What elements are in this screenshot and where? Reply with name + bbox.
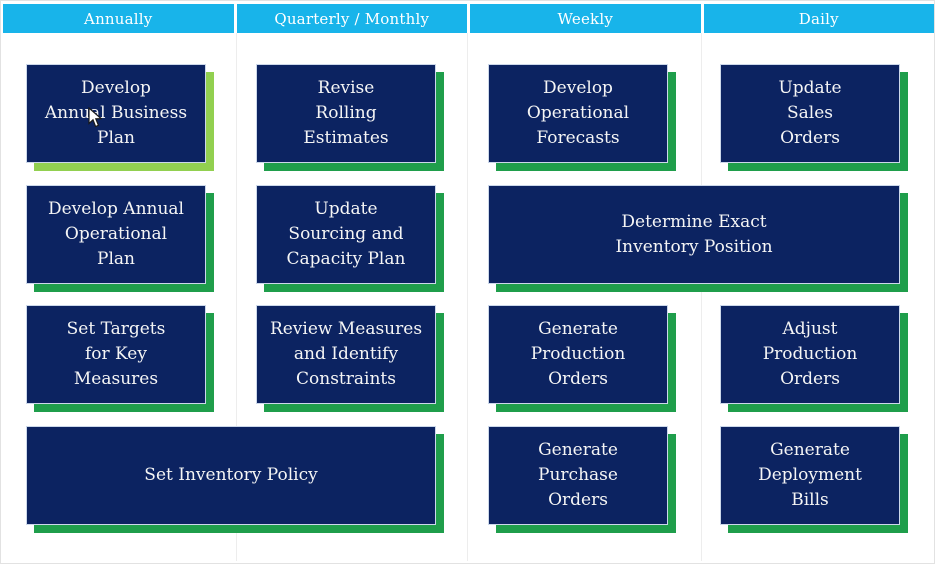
timeframe-header-row: Annually Quarterly / Monthly Weekly Dail…: [3, 4, 934, 33]
task-box-review-measures-and-identify-constraints[interactable]: Review Measures and Identify Constraints: [256, 305, 436, 404]
task-box-develop-annual-business-plan[interactable]: Develop Annual Business Plan: [26, 64, 206, 163]
task-box-set-targets-for-key-measures[interactable]: Set Targets for Key Measures: [26, 305, 206, 404]
task-box-generate-purchase-orders[interactable]: Generate Purchase Orders: [488, 426, 668, 525]
task-box-generate-production-orders[interactable]: Generate Production Orders: [488, 305, 668, 404]
task-box-develop-operational-forecasts[interactable]: Develop Operational Forecasts: [488, 64, 668, 163]
column-divider: [467, 33, 468, 561]
task-box-generate-deployment-bills[interactable]: Generate Deployment Bills: [720, 426, 900, 525]
task-box-adjust-production-orders[interactable]: Adjust Production Orders: [720, 305, 900, 404]
header-annually: Annually: [3, 4, 234, 33]
task-box-update-sales-orders[interactable]: Update Sales Orders: [720, 64, 900, 163]
task-box-determine-exact-inventory-position[interactable]: Determine Exact Inventory Position: [488, 185, 900, 284]
column-divider: [701, 33, 702, 561]
header-daily: Daily: [703, 4, 934, 33]
column-divider: [236, 33, 237, 561]
header-weekly: Weekly: [470, 4, 701, 33]
task-box-revise-rolling-estimates[interactable]: Revise Rolling Estimates: [256, 64, 436, 163]
task-box-update-sourcing-and-capacity-plan[interactable]: Update Sourcing and Capacity Plan: [256, 185, 436, 284]
task-box-develop-annual-operational-plan[interactable]: Develop Annual Operational Plan: [26, 185, 206, 284]
header-quarterly-monthly: Quarterly / Monthly: [236, 4, 467, 33]
task-box-set-inventory-policy[interactable]: Set Inventory Policy: [26, 426, 436, 525]
